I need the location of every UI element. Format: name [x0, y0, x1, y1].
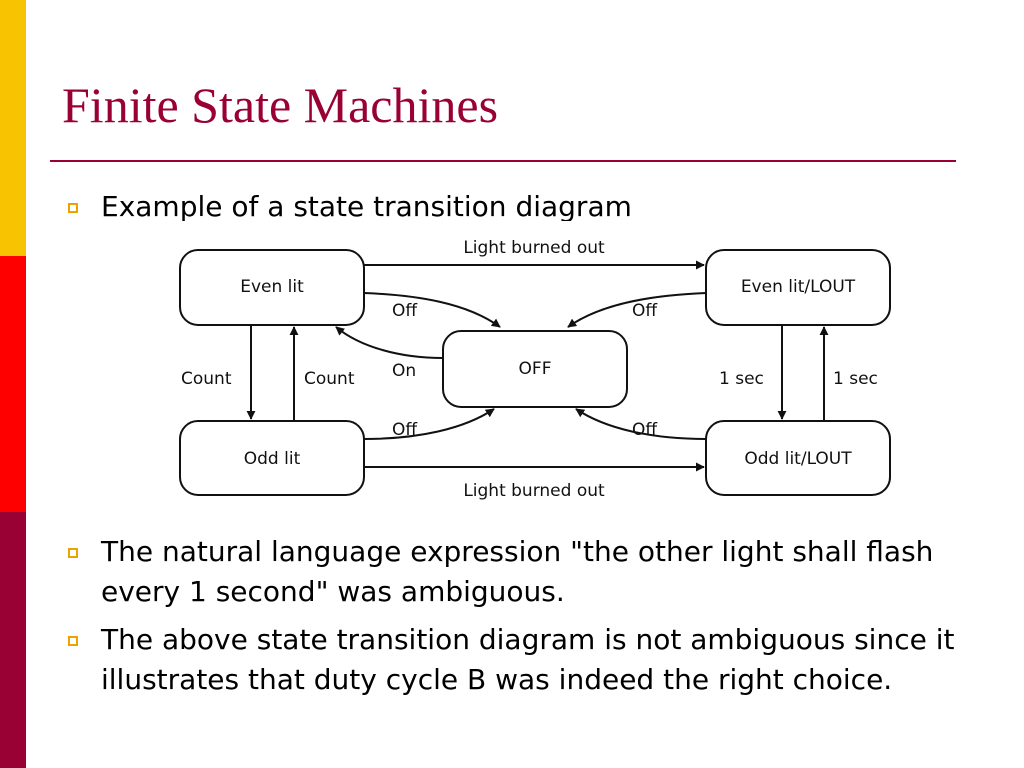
label-count-up: Count [304, 369, 355, 389]
state-box-even-lit [179, 249, 365, 326]
state-label-odd-lit-lout: Odd lit/LOUT [744, 449, 852, 469]
label-light-burned-out-top: Light burned out [463, 238, 605, 258]
label-one-sec-down: 1 sec [719, 369, 764, 389]
diagram-svg: Even lit Even lit/LOUT OFF Odd lit Odd l… [179, 238, 891, 501]
state-box-off [442, 330, 628, 408]
bullet-text-1: Example of a state transition diagram [101, 190, 632, 223]
arrow-odd-lit-lout-to-off [575, 408, 707, 440]
title-divider [50, 160, 956, 162]
label-one-sec-up: 1 sec [833, 369, 878, 389]
state-label-even-lit: Even lit [240, 277, 304, 297]
label-off-from-odd-lit-lout: Off [632, 420, 658, 440]
label-off-from-even-lit: Off [392, 301, 418, 321]
state-box-odd-lit-lout [705, 420, 891, 496]
state-label-off: OFF [519, 359, 552, 379]
bullet-square-icon [68, 548, 78, 558]
bullet-square-icon [68, 636, 78, 646]
label-count-down: Count [181, 369, 232, 389]
arrow-even-lit-lout-to-off [567, 292, 707, 328]
bullet-text-2: The natural language expression "the oth… [101, 535, 934, 608]
arrow-even-lit-to-off [363, 292, 501, 328]
state-box-odd-lit [179, 420, 365, 496]
accent-stripe-red [0, 256, 26, 512]
state-label-even-lit-lout: Even lit/LOUT [741, 277, 856, 297]
arrow-off-to-even-lit [335, 326, 444, 359]
accent-stripe-maroon [0, 512, 26, 768]
label-off-from-odd-lit: Off [392, 420, 418, 440]
label-on: On [392, 361, 416, 381]
state-transition-diagram: Even lit Even lit/LOUT OFF Odd lit Odd l… [162, 221, 914, 517]
slide-title: Finite State Machines [62, 77, 499, 133]
accent-stripe-yellow [0, 0, 26, 256]
arrow-odd-lit-to-off [363, 408, 495, 440]
bullet-square-icon [68, 203, 78, 213]
state-box-even-lit-lout [705, 249, 891, 326]
state-label-odd-lit: Odd lit [244, 449, 301, 469]
label-off-from-even-lit-lout: Off [632, 301, 658, 321]
label-light-burned-out-bottom: Light burned out [463, 481, 605, 501]
bullet-text-3: The above state transition diagram is no… [101, 623, 955, 696]
